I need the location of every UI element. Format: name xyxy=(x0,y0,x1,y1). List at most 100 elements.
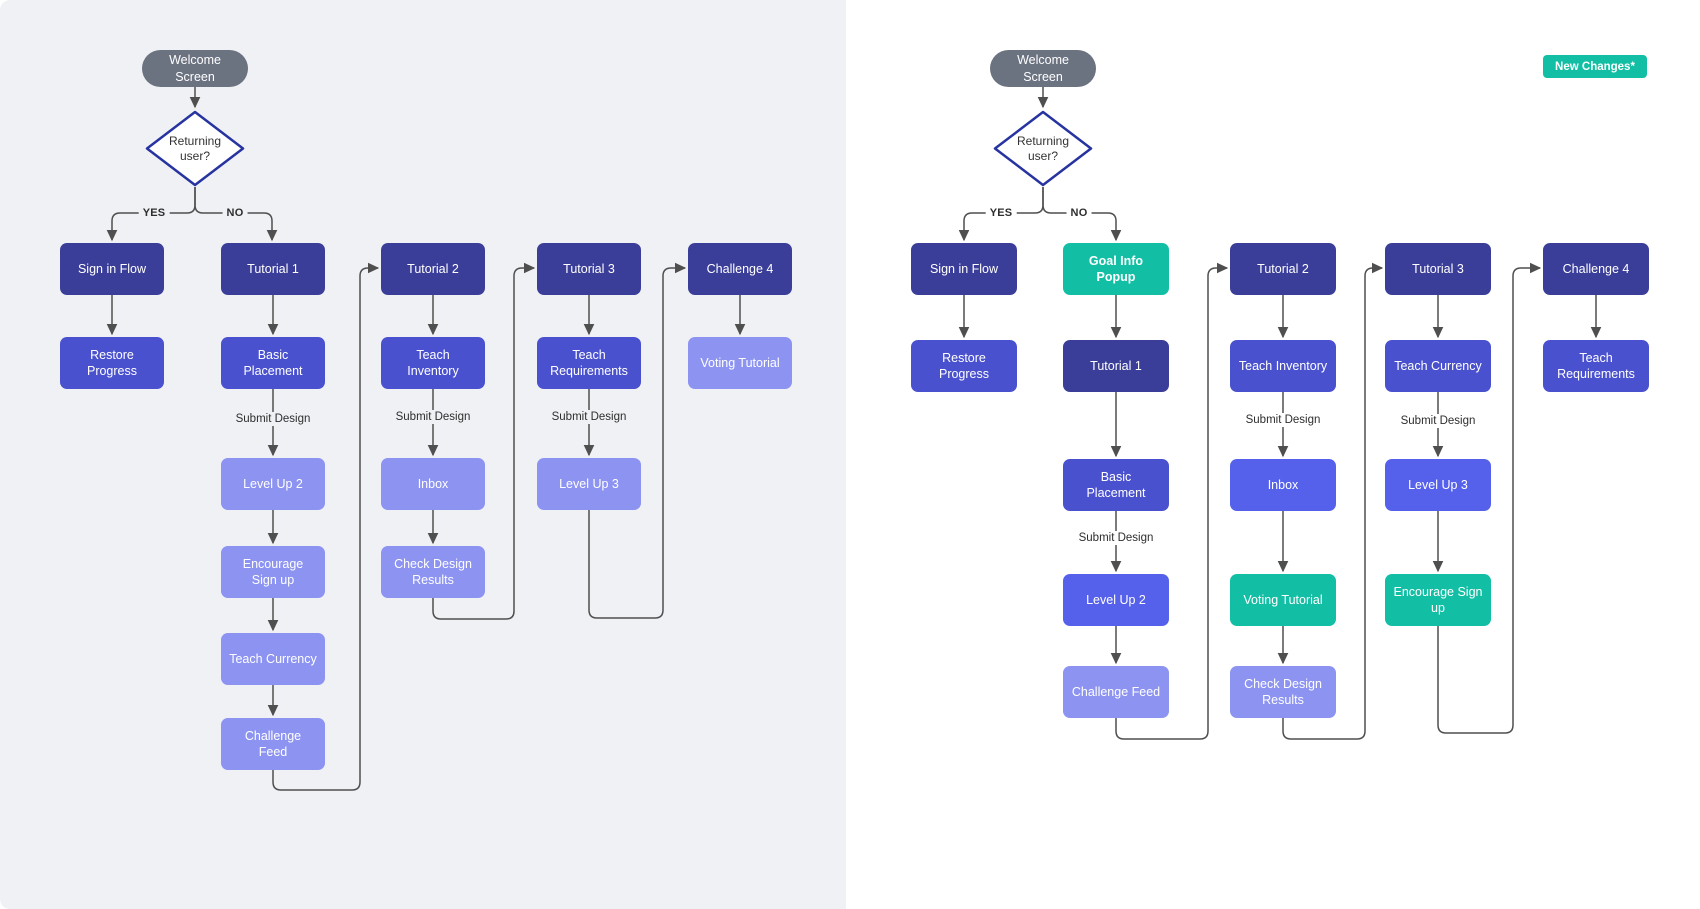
left-flow-node-teach-inventory[interactable]: Teach Inventory xyxy=(381,337,485,389)
right-flow-edge-label-teach-inventory-to-inbox: Submit Design xyxy=(1241,413,1325,427)
left-flow-node-inbox[interactable]: Inbox xyxy=(381,458,485,510)
node-label: Tutorial 3 xyxy=(563,261,615,276)
node-label: Check Design Results xyxy=(1244,676,1322,707)
right-flow-node-challenge-feed[interactable]: Challenge Feed xyxy=(1063,666,1169,718)
node-label: Level Up 2 xyxy=(1086,592,1146,607)
new-flow-panel xyxy=(846,0,1700,909)
node-label: Challenge 4 xyxy=(706,261,774,276)
node-label: Restore Progress xyxy=(86,347,138,378)
node-label: Tutorial 2 xyxy=(1257,261,1309,276)
new-changes-badge[interactable]: New Changes* xyxy=(1543,55,1647,78)
node-label: Level Up 2 xyxy=(243,476,303,491)
right-flow-node-tutorial-2[interactable]: Tutorial 2 xyxy=(1230,243,1336,295)
decision-label: Returning user? xyxy=(168,133,222,163)
left-flow-node-basic-placement[interactable]: Basic Placement xyxy=(221,337,325,389)
node-label: Encourage Sign up xyxy=(242,556,304,587)
right-flow-node-tutorial-3[interactable]: Tutorial 3 xyxy=(1385,243,1491,295)
node-label: Voting Tutorial xyxy=(1243,592,1323,607)
left-flow-node-tutorial-2[interactable]: Tutorial 2 xyxy=(381,243,485,295)
left-flow-node-teach-requirements[interactable]: Teach Requirements xyxy=(537,337,641,389)
node-label: Teach Inventory xyxy=(1238,358,1328,373)
right-flow-edge-label-teach-currency-to-level-up-3: Submit Design xyxy=(1396,414,1480,428)
node-label: Level Up 3 xyxy=(559,476,619,491)
node-label: Teach Requirements xyxy=(1557,350,1635,381)
left-flow-edge-label-decision-yes-branch: YES xyxy=(138,206,170,220)
node-label: Teach Currency xyxy=(1394,358,1482,373)
node-label: Goal Info Popup xyxy=(1088,253,1144,284)
node-label: Sign in Flow xyxy=(929,261,999,276)
right-flow-node-welcome-screen[interactable]: Welcome Screen xyxy=(990,50,1096,87)
right-flow-edge-label-basic-placement-to-level-up-2: Submit Design xyxy=(1074,531,1158,545)
left-flow-edge-challenge-feed-to-tutorial-2 xyxy=(272,262,380,791)
node-label: Welcome Screen xyxy=(1017,53,1069,84)
node-label: Voting Tutorial xyxy=(700,355,780,370)
right-flow-node-teach-requirements[interactable]: Teach Requirements xyxy=(1543,340,1649,392)
left-flow-node-level-up-3[interactable]: Level Up 3 xyxy=(537,458,641,510)
left-flow-edge-label-decision-no-branch: NO xyxy=(222,206,248,220)
node-label: Tutorial 1 xyxy=(1090,358,1142,373)
node-label: Inbox xyxy=(417,476,449,491)
node-label: Teach Inventory xyxy=(407,347,459,378)
node-label: Challenge Feed xyxy=(1071,684,1161,699)
left-flow-node-tutorial-1[interactable]: Tutorial 1 xyxy=(221,243,325,295)
left-flow-node-restore-progress[interactable]: Restore Progress xyxy=(60,337,164,389)
right-flow-edge-check-design-results-to-tutorial-3 xyxy=(1282,262,1384,740)
node-label: Tutorial 3 xyxy=(1412,261,1464,276)
right-flow-node-challenge-4[interactable]: Challenge 4 xyxy=(1543,243,1649,295)
left-flow-node-encourage-sign-up[interactable]: Encourage Sign up xyxy=(221,546,325,598)
left-flow-edge-label-basic-placement-to-level-up-2: Submit Design xyxy=(231,412,315,426)
node-label: Basic Placement xyxy=(243,347,303,378)
node-label: Sign in Flow xyxy=(77,261,147,276)
right-flow-node-inbox[interactable]: Inbox xyxy=(1230,459,1336,511)
left-flow-node-returning-user-decision[interactable]: Returning user? xyxy=(145,110,245,187)
node-label: Welcome Screen xyxy=(169,53,221,84)
left-flow-node-sign-in-flow[interactable]: Sign in Flow xyxy=(60,243,164,295)
right-flow-node-sign-in-flow[interactable]: Sign in Flow xyxy=(911,243,1017,295)
node-label: Challenge 4 xyxy=(1562,261,1630,276)
right-flow-node-goal-info-popup[interactable]: Goal Info Popup xyxy=(1063,243,1169,295)
right-flow-node-level-up-3[interactable]: Level Up 3 xyxy=(1385,459,1491,511)
right-flow-node-restore-progress[interactable]: Restore Progress xyxy=(911,340,1017,392)
node-label: Level Up 3 xyxy=(1408,477,1468,492)
left-flow-node-challenge-feed[interactable]: Challenge Feed xyxy=(221,718,325,770)
right-flow-edge-encourage-sign-up-to-challenge-4 xyxy=(1437,262,1542,734)
right-flow-node-encourage-sign-up[interactable]: Encourage Sign up xyxy=(1385,574,1491,626)
right-flow-edge-label-decision-no-branch: NO xyxy=(1066,206,1092,220)
left-flow-node-welcome-screen[interactable]: Welcome Screen xyxy=(142,50,248,87)
left-flow-node-challenge-4[interactable]: Challenge 4 xyxy=(688,243,792,295)
decision-diamond-shape xyxy=(993,110,1093,187)
right-flow-node-level-up-2[interactable]: Level Up 2 xyxy=(1063,574,1169,626)
node-label: Encourage Sign up xyxy=(1393,584,1483,615)
left-flow-edge-label-teach-requirements-to-level-up-3: Submit Design xyxy=(547,410,631,424)
right-flow-node-tutorial-1[interactable]: Tutorial 1 xyxy=(1063,340,1169,392)
node-label: Basic Placement xyxy=(1086,469,1146,500)
right-flow-node-check-design-results[interactable]: Check Design Results xyxy=(1230,666,1336,718)
node-label: Inbox xyxy=(1267,477,1299,492)
node-label: Teach Requirements xyxy=(550,347,628,378)
left-flow-node-voting-tutorial[interactable]: Voting Tutorial xyxy=(688,337,792,389)
right-flow-node-teach-currency[interactable]: Teach Currency xyxy=(1385,340,1491,392)
node-label: Teach Currency xyxy=(229,651,317,666)
left-flow-edge-label-teach-inventory-to-inbox: Submit Design xyxy=(391,410,475,424)
right-flow-node-basic-placement[interactable]: Basic Placement xyxy=(1063,459,1169,511)
right-flow-edge-challenge-feed-to-tutorial-2 xyxy=(1115,262,1229,740)
right-flow-node-returning-user-decision[interactable]: Returning user? xyxy=(993,110,1093,187)
decision-label: Returning user? xyxy=(1016,133,1070,163)
left-flow-edge-level-up-3-to-challenge-4 xyxy=(588,262,687,619)
right-flow-edge-label-decision-yes-branch: YES xyxy=(985,206,1017,220)
left-flow-edge-check-design-results-to-tutorial-3 xyxy=(432,262,536,620)
node-label: Challenge Feed xyxy=(244,728,302,759)
node-label: Tutorial 2 xyxy=(407,261,459,276)
left-flow-node-check-design-results[interactable]: Check Design Results xyxy=(381,546,485,598)
node-label: Check Design Results xyxy=(394,556,472,587)
left-flow-node-tutorial-3[interactable]: Tutorial 3 xyxy=(537,243,641,295)
decision-diamond-shape xyxy=(145,110,245,187)
old-flow-panel xyxy=(0,0,846,909)
right-flow-node-voting-tutorial[interactable]: Voting Tutorial xyxy=(1230,574,1336,626)
right-flow-node-teach-inventory[interactable]: Teach Inventory xyxy=(1230,340,1336,392)
left-flow-node-level-up-2[interactable]: Level Up 2 xyxy=(221,458,325,510)
node-label: Tutorial 1 xyxy=(247,261,299,276)
left-flow-node-teach-currency[interactable]: Teach Currency xyxy=(221,633,325,685)
